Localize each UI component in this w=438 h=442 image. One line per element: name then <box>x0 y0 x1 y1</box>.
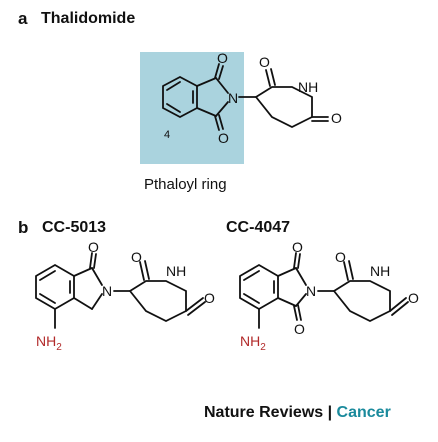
atom-o: O <box>131 249 142 265</box>
thalidomide-structure <box>162 63 329 131</box>
atom-n: N <box>306 283 316 299</box>
thalidomide-title: Thalidomide <box>41 10 136 27</box>
atom-n: N <box>102 283 112 299</box>
atom-o: O <box>335 249 346 265</box>
atom-nh: NH <box>298 79 318 95</box>
panel-b-letter: b <box>18 218 29 237</box>
atom-o: O <box>292 239 303 255</box>
cc-4047-structure <box>239 252 409 329</box>
panel-a-letter: a <box>18 9 28 28</box>
phthaloyl-ring-label: Pthaloyl ring <box>144 176 227 193</box>
cc-5013-structure <box>35 252 206 329</box>
phthaloyl-highlight <box>140 52 244 164</box>
atom-o: O <box>218 130 229 146</box>
journal-credit: Nature Reviews | Cancer <box>204 404 391 422</box>
atom-nh: NH <box>370 263 390 279</box>
cc-5013-title: CC-5013 <box>42 219 107 236</box>
position-4-label: 4 <box>164 129 170 141</box>
cc-4047-title: CC-4047 <box>226 219 291 236</box>
atom-o: O <box>294 321 305 337</box>
journal-separator: | <box>323 404 337 421</box>
atom-n: N <box>228 90 238 106</box>
atom-o: O <box>331 110 342 126</box>
journal-name: Nature Reviews <box>204 404 324 421</box>
amine-nh2: NH2 <box>240 333 266 353</box>
atom-nh: NH <box>166 263 186 279</box>
atom-o: O <box>88 239 99 255</box>
amine-nh2: NH2 <box>36 333 62 353</box>
atom-o: O <box>259 54 270 70</box>
journal-section: Cancer <box>336 404 391 421</box>
atom-o: O <box>217 50 228 66</box>
atom-o: O <box>408 290 419 306</box>
atom-o: O <box>204 290 215 306</box>
